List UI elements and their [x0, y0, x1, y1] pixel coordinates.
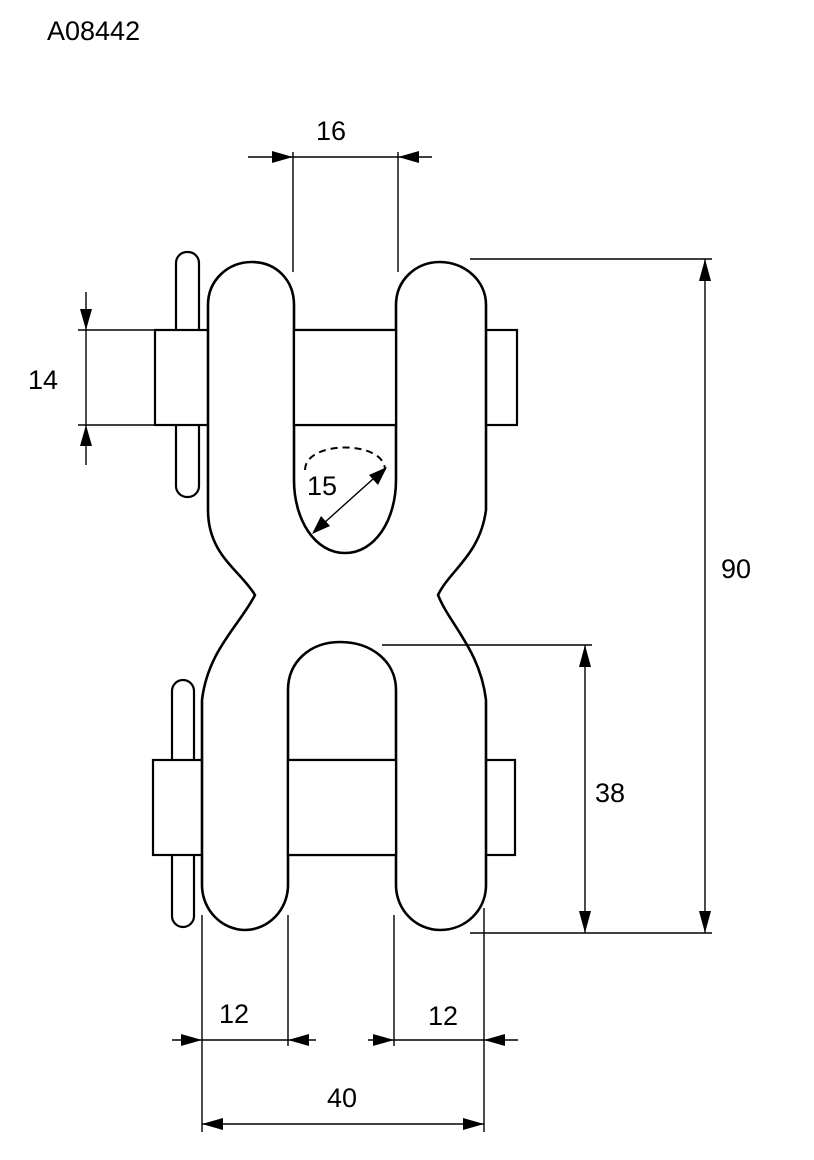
dim-overall-width: 40 — [327, 1083, 357, 1113]
arrow — [579, 911, 591, 933]
arrow — [699, 259, 711, 281]
dim-lower-clearance: 38 — [595, 778, 625, 808]
arrow — [202, 1118, 223, 1130]
arrow — [398, 151, 419, 163]
shackle-body — [200, 260, 488, 932]
arrow — [80, 425, 92, 446]
arrow — [484, 1034, 505, 1046]
arrow — [699, 911, 711, 933]
arrow — [272, 151, 293, 163]
dim-gap-top: 16 — [316, 116, 346, 146]
top-bolt-center — [292, 328, 398, 427]
dim-leg-left: 12 — [219, 999, 249, 1029]
eye-dashed-arc — [304, 446, 386, 471]
arrow — [463, 1118, 484, 1130]
arrow — [369, 467, 387, 485]
dim-pin-diameter: 14 — [28, 365, 58, 395]
arrow — [181, 1034, 202, 1046]
arrow — [312, 516, 330, 534]
arrow — [373, 1034, 394, 1046]
bottom-bolt-center — [286, 758, 398, 857]
dim-leg-right: 12 — [428, 1001, 458, 1031]
arrow — [579, 645, 591, 667]
part-code: A08442 — [47, 16, 141, 46]
arrow — [80, 309, 92, 330]
dim-overall-length: 90 — [721, 554, 751, 584]
arrow — [288, 1034, 309, 1046]
dim-eye-diameter: 15 — [307, 471, 337, 501]
